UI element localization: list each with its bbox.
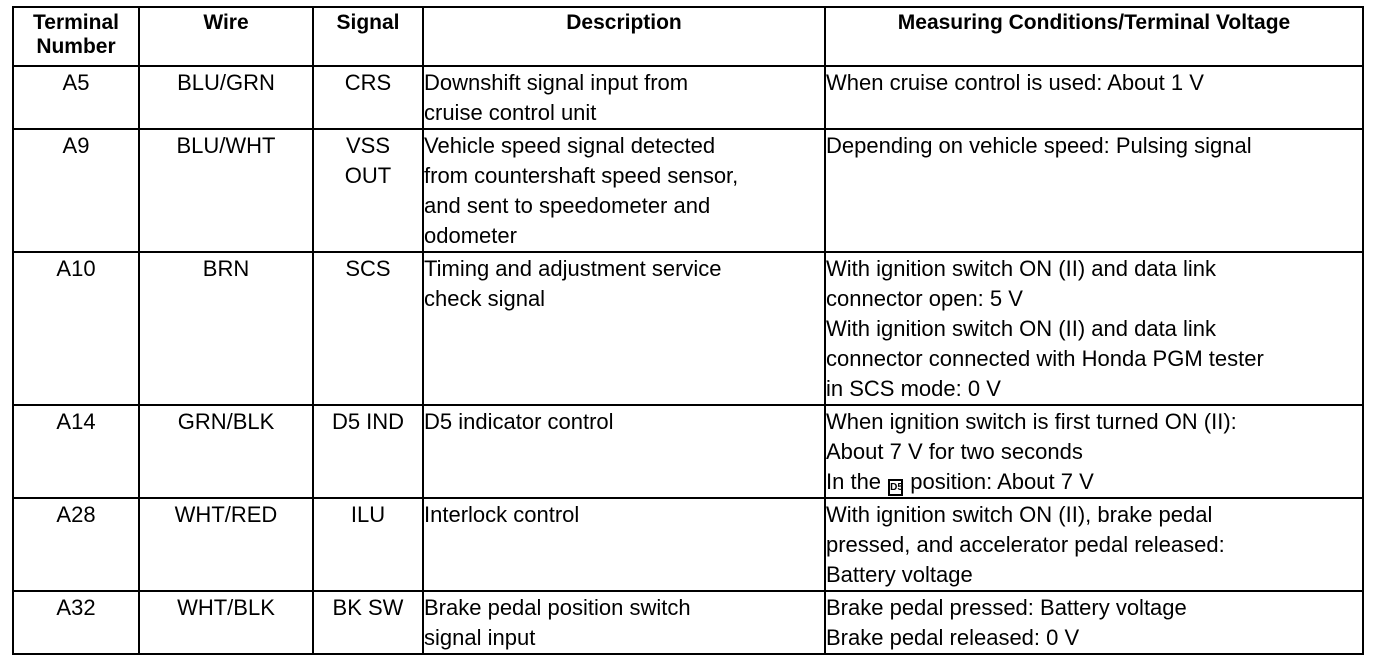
description-line: odometer (424, 223, 517, 248)
wire-color-cell: WHT/BLK (138, 590, 314, 655)
table-row: A9 BLU/WHT VSS OUT Vehicle speed signal … (12, 128, 1364, 253)
terminal-number-cell: A28 (12, 497, 140, 592)
table-row: A10 BRN SCS Timing and adjustment servic… (12, 251, 1364, 406)
header-terminal-line2: Number (36, 35, 116, 58)
signal-cell: ILU (312, 497, 424, 592)
wire-color-cell: BLU/GRN (138, 65, 314, 130)
description-line: Timing and adjustment service (424, 256, 722, 281)
d5-position-icon: D5 (888, 479, 904, 496)
measuring-line: in SCS mode: 0 V (826, 376, 1001, 401)
description-cell: Downshift signal input from cruise contr… (422, 65, 826, 130)
measuring-line: About 7 V for two seconds (826, 439, 1083, 464)
table-header: Terminal Number Wire Signal Description … (12, 6, 1364, 67)
wire-color-cell: BLU/WHT (138, 128, 314, 253)
description-line: Interlock control (424, 502, 580, 527)
table-row: A5 BLU/GRN CRS Downshift signal input fr… (12, 65, 1364, 130)
header-terminal-line1: Terminal (33, 11, 119, 34)
table-row: A14 GRN/BLK D5 IND D5 indicator control … (12, 404, 1364, 499)
table-body: A5 BLU/GRN CRS Downshift signal input fr… (12, 65, 1364, 655)
description-cell: Interlock control (422, 497, 826, 592)
measuring-line: With ignition switch ON (II), brake peda… (826, 502, 1213, 527)
header-description: Description (422, 6, 826, 67)
description-line: Brake pedal position switch (424, 595, 691, 620)
measuring-line: With ignition switch ON (II) and data li… (826, 256, 1217, 281)
measuring-line: Brake pedal released: 0 V (826, 625, 1080, 650)
measuring-line: Brake pedal pressed: Battery voltage (826, 595, 1187, 620)
measuring-conditions-cell: Depending on vehicle speed: Pulsing sign… (824, 128, 1364, 253)
measuring-conditions-cell: When ignition switch is first turned ON … (824, 404, 1364, 499)
description-line: Vehicle speed signal detected (424, 133, 716, 158)
header-wire: Wire (138, 6, 314, 67)
signal-line: OUT (344, 163, 392, 188)
measuring-conditions-cell: With ignition switch ON (II) and data li… (824, 251, 1364, 406)
signal-line: SCS (345, 256, 391, 281)
signal-line: ILU (350, 502, 386, 527)
description-line: from countershaft speed sensor, (424, 163, 739, 188)
terminal-number-cell: A14 (12, 404, 140, 499)
measuring-conditions-cell: When cruise control is used: About 1 V (824, 65, 1364, 130)
measuring-conditions-cell: With ignition switch ON (II), brake peda… (824, 497, 1364, 592)
signal-line: BK SW (332, 595, 404, 620)
signal-line: D5 IND (331, 409, 405, 434)
measuring-line: With ignition switch ON (II) and data li… (826, 316, 1217, 341)
description-line: Downshift signal input from (424, 70, 689, 95)
description-line: D5 indicator control (424, 409, 614, 434)
signal-cell: D5 IND (312, 404, 424, 499)
measuring-line: connector connected with Honda PGM teste… (826, 346, 1264, 371)
measuring-prefix: In the (826, 469, 882, 494)
header-terminal-number: Terminal Number (12, 6, 140, 67)
terminal-number-cell: A5 (12, 65, 140, 130)
header-signal: Signal (312, 6, 424, 67)
measuring-line: Depending on vehicle speed: Pulsing sign… (826, 133, 1252, 158)
signal-cell: SCS (312, 251, 424, 406)
signal-line: CRS (344, 70, 392, 95)
terminal-spec-table: Terminal Number Wire Signal Description … (12, 6, 1364, 655)
terminal-number-cell: A10 (12, 251, 140, 406)
header-measuring-conditions: Measuring Conditions/Terminal Voltage (824, 6, 1364, 67)
description-cell: Brake pedal position switch signal input (422, 590, 826, 655)
measuring-line-with-icon: In the D5 position: About 7 V (826, 467, 1362, 497)
description-line: cruise control unit (424, 100, 597, 125)
measuring-conditions-cell: Brake pedal pressed: Battery voltage Bra… (824, 590, 1364, 655)
header-row: Terminal Number Wire Signal Description … (12, 6, 1364, 67)
measuring-line: connector open: 5 V (826, 286, 1023, 311)
signal-cell: BK SW (312, 590, 424, 655)
measuring-line: When ignition switch is first turned ON … (826, 409, 1237, 434)
description-line: check signal (424, 286, 546, 311)
description-cell: Vehicle speed signal detected from count… (422, 128, 826, 253)
description-cell: Timing and adjustment service check sign… (422, 251, 826, 406)
table-row: A28 WHT/RED ILU Interlock control With i… (12, 497, 1364, 592)
signal-cell: CRS (312, 65, 424, 130)
wire-color-cell: WHT/RED (138, 497, 314, 592)
terminal-number-cell: A9 (12, 128, 140, 253)
measuring-line: Battery voltage (826, 562, 973, 587)
description-line: signal input (424, 625, 536, 650)
wire-color-cell: GRN/BLK (138, 404, 314, 499)
description-line: and sent to speedometer and (424, 193, 711, 218)
measuring-line: pressed, and accelerator pedal released: (826, 532, 1225, 557)
terminal-number-cell: A32 (12, 590, 140, 655)
description-cell: D5 indicator control (422, 404, 826, 499)
signal-cell: VSS OUT (312, 128, 424, 253)
measuring-suffix: position: About 7 V (910, 469, 1094, 494)
wire-color-cell: BRN (138, 251, 314, 406)
measuring-line: When cruise control is used: About 1 V (826, 70, 1204, 95)
table-row: A32 WHT/BLK BK SW Brake pedal position s… (12, 590, 1364, 655)
signal-line: VSS (345, 133, 391, 158)
